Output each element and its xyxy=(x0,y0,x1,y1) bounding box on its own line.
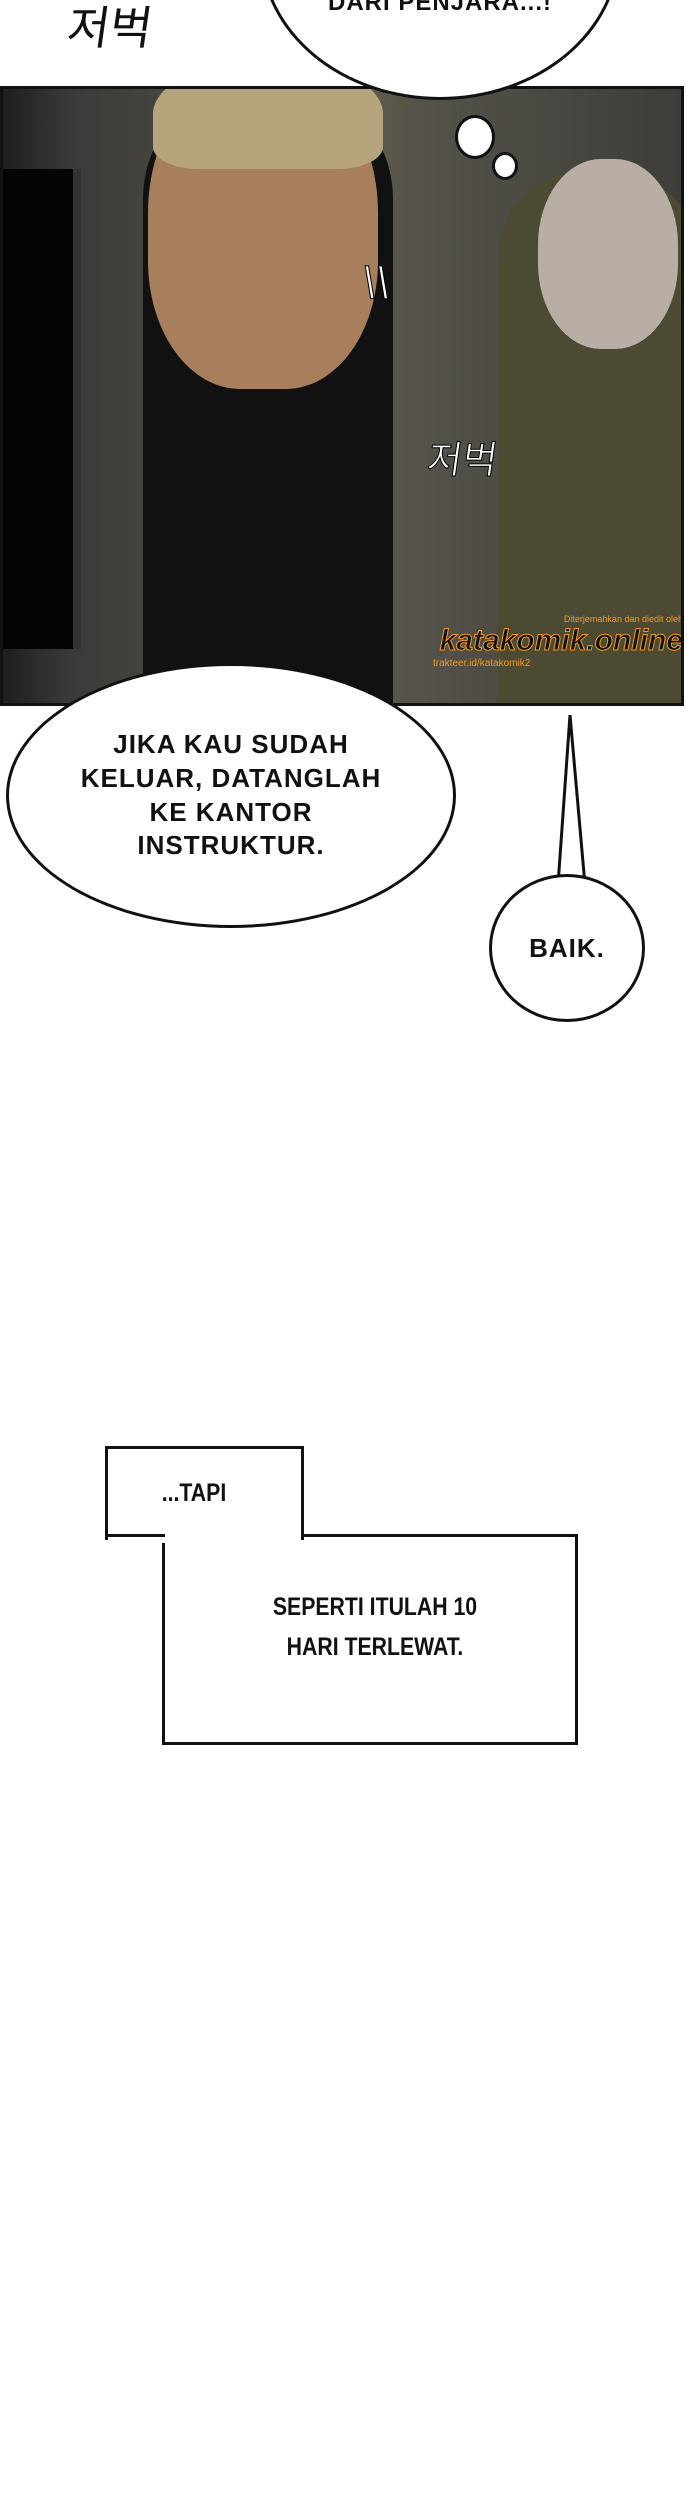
bubble-text: BAIK. xyxy=(529,932,605,963)
footstep-sfx: 저벅 xyxy=(63,1,157,55)
narration-box-2: SEPERTI ITULAH 10 HARI TERLEWAT. xyxy=(162,1534,578,1745)
watermark-brand: katakomik.online xyxy=(439,624,683,658)
speech-bubble-top: DARI PENJARA...! xyxy=(260,0,620,100)
narration-text-2: SEPERTI ITULAH 10 HARI TERLEWAT. xyxy=(272,1593,478,1661)
boy-face xyxy=(538,159,678,349)
comic-panel: 저벅 \\ Diterjemahkan dan diedit oleh kata… xyxy=(0,86,684,706)
speech-bubble-1: JIKA KAU SUDAH KELUAR, DATANGLAH KE KANT… xyxy=(6,663,456,928)
watermark-credit: Diterjemahkan dan diedit oleh xyxy=(563,614,683,624)
man-hair xyxy=(153,89,383,169)
prison-bars xyxy=(3,169,81,649)
narration-box-1: ...TAPI xyxy=(105,1446,304,1540)
speech-bubble-2: BAIK. xyxy=(489,874,645,1022)
watermark: Diterjemahkan dan diedit oleh katakomik.… xyxy=(413,614,683,694)
bubble-tail xyxy=(556,715,587,885)
box-edge xyxy=(105,1534,165,1537)
watermark-handle: trakteer.id/katakomik2 xyxy=(433,658,531,669)
thought-dot-large xyxy=(455,115,495,159)
box-joint xyxy=(162,1537,295,1543)
bubble-text: JIKA KAU SUDAH KELUAR, DATANGLAH KE KANT… xyxy=(80,728,382,861)
thought-dot-small xyxy=(492,152,518,180)
bubble-text: DARI PENJARA...! xyxy=(327,0,553,16)
narration-text-1: ...TAPI xyxy=(161,1479,227,1507)
footstep-sfx-panel: 저벅 xyxy=(424,438,501,483)
